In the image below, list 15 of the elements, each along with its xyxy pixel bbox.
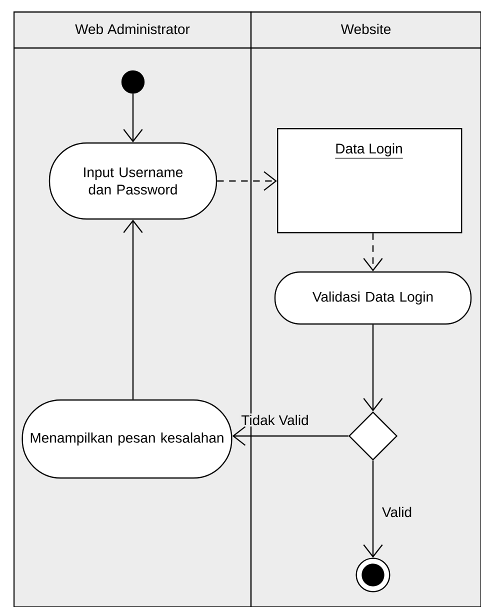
- start-node: [121, 70, 145, 94]
- end-node: [356, 558, 390, 592]
- activity-box: Validasi Data Login: [274, 271, 472, 325]
- arrow: [217, 171, 277, 191]
- arrow: [232, 426, 348, 446]
- arrow: [363, 233, 383, 272]
- arrow: [123, 94, 143, 142]
- arrow: [363, 460, 383, 558]
- activity-box: Menampilkan pesan kesalahan: [22, 399, 232, 479]
- object-box: Data Login: [277, 128, 462, 234]
- arrow: [123, 220, 143, 400]
- activity-box: Input Username dan Password: [48, 142, 218, 220]
- edge-label: Valid: [380, 506, 414, 518]
- edge-label: Tidak Valid: [240, 414, 310, 426]
- arrow: [363, 324, 383, 412]
